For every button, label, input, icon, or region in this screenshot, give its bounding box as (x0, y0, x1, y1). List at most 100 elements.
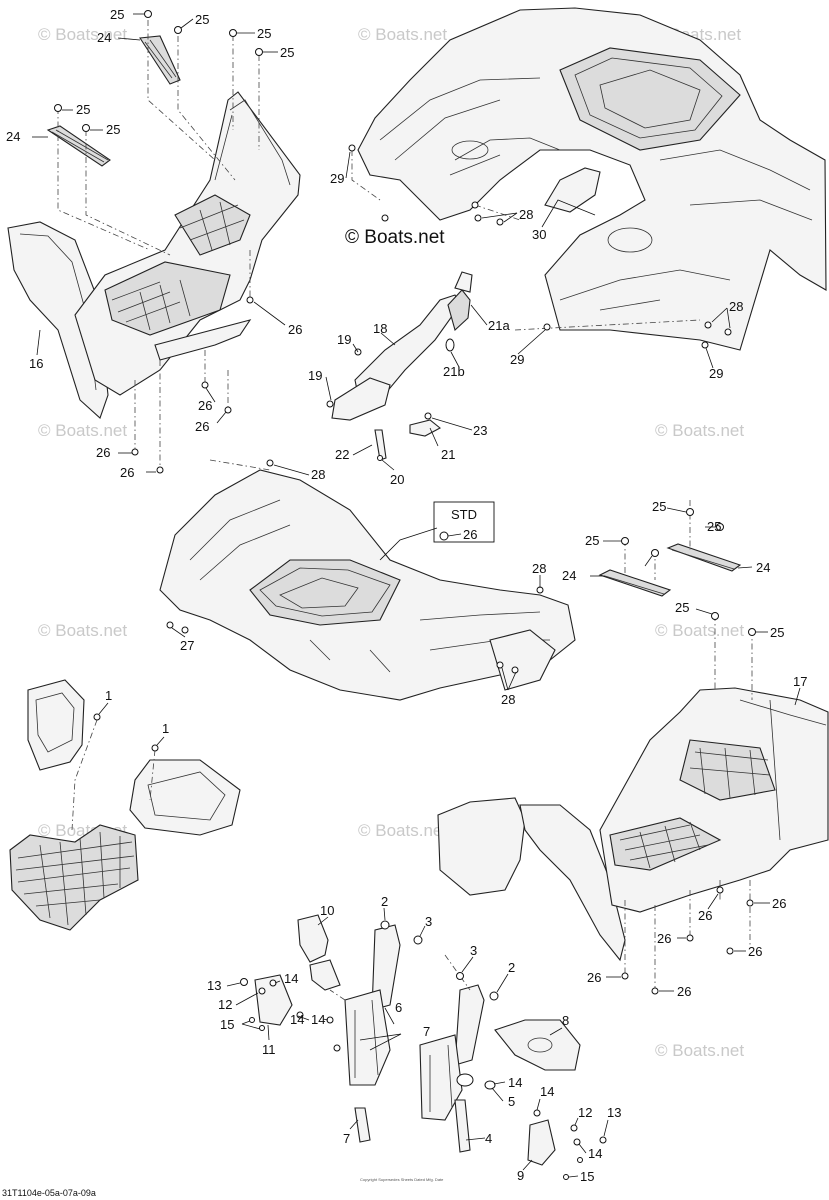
bracket-plate (309, 959, 341, 991)
nut (716, 886, 724, 894)
callout: 17 (793, 674, 807, 689)
latch-bushing (445, 338, 455, 352)
washer (259, 1025, 265, 1031)
watermark: © Boats.net (655, 1041, 744, 1060)
grille-assembly (9, 679, 241, 931)
nut (456, 972, 464, 980)
callout: 29 (709, 366, 723, 381)
fasteners (54, 10, 756, 1180)
nut (471, 201, 479, 209)
nut (246, 296, 254, 304)
nut (156, 466, 164, 474)
bracket-8 (494, 1019, 581, 1071)
callout: 27 (180, 638, 194, 653)
screw (266, 459, 274, 467)
callout: 24 (756, 560, 770, 575)
nut (201, 381, 209, 389)
front-grille (9, 824, 139, 931)
callout: 12 (578, 1105, 592, 1120)
callout: 30 (532, 227, 546, 242)
callout: 25 (770, 625, 784, 640)
callout: 19 (337, 332, 351, 347)
watermark: © Boats.net (38, 621, 127, 640)
callout: 19 (308, 368, 322, 383)
callout: 26 (195, 419, 209, 434)
callout: 21a (488, 318, 510, 333)
screw (570, 1124, 578, 1132)
callout: 7 (423, 1024, 430, 1039)
frame-block-left (344, 989, 391, 1086)
copyright-stamp: © Boats.net (345, 227, 445, 248)
callout: 26 (198, 398, 212, 413)
screw (543, 323, 551, 331)
drawing-code: 31T1104e-05a-07a-09a (2, 1188, 96, 1198)
bolt (380, 920, 390, 930)
seat-pad (544, 167, 601, 213)
callout: 15 (220, 1017, 234, 1032)
callout: 20 (390, 472, 404, 487)
screw (326, 400, 334, 408)
callout: 21b (443, 364, 465, 379)
latch-bracket (447, 289, 471, 332)
callout: 14 (540, 1084, 554, 1099)
callout: 5 (508, 1094, 515, 1109)
latch-assembly (331, 271, 473, 461)
callout: 29 (510, 352, 524, 367)
callout: 25 (280, 45, 294, 60)
callout: 6 (395, 1000, 402, 1015)
nut (474, 214, 482, 222)
callout: 1 (162, 721, 169, 736)
screw (93, 713, 101, 721)
callout: 26 (657, 931, 671, 946)
watermark: © Boats.net (655, 621, 744, 640)
front-fender (159, 469, 576, 701)
callout: 8 (562, 1013, 569, 1028)
callout: 28 (519, 207, 533, 222)
callout: 24 (6, 129, 20, 144)
screw (82, 124, 90, 132)
screw (348, 144, 356, 152)
nut (511, 666, 519, 674)
screw (651, 549, 659, 557)
callout: 26 (587, 970, 601, 985)
callout: 25 (76, 102, 90, 117)
callout: 25 (585, 533, 599, 548)
bracket-10 (297, 914, 329, 963)
rear-fender (357, 7, 827, 351)
screw (701, 341, 709, 349)
left-mudguard (7, 221, 109, 419)
right-footrest (599, 687, 829, 913)
step-plate (46, 125, 111, 167)
nut (413, 935, 423, 945)
callout: 14 (311, 1012, 325, 1027)
callout: 3 (425, 914, 432, 929)
bracket-9 (527, 1119, 556, 1166)
callout: 28 (532, 561, 546, 576)
callout: 25 (707, 519, 721, 534)
std-fastener (439, 531, 449, 541)
callout: 7 (343, 1131, 350, 1146)
callout: 26 (772, 896, 786, 911)
nut (166, 621, 174, 629)
callout: 11 (262, 1042, 276, 1057)
nut (496, 218, 504, 226)
nut (704, 321, 712, 329)
nut (131, 448, 139, 456)
callout: 22 (335, 447, 349, 462)
callout: 4 (485, 1131, 492, 1146)
nut (496, 661, 504, 669)
callout: 25 (257, 26, 271, 41)
nut (621, 972, 629, 980)
support-arm-right (454, 984, 485, 1066)
callout: 24 (97, 30, 111, 45)
frame-bracket-assembly (254, 914, 581, 1166)
callout: 28 (501, 692, 515, 707)
screw (54, 104, 62, 112)
screw (424, 412, 432, 420)
leader-lines (32, 13, 801, 1178)
callout: 26 (748, 944, 762, 959)
callout: 26 (288, 322, 302, 337)
screw (621, 537, 629, 545)
callout: 23 (473, 423, 487, 438)
